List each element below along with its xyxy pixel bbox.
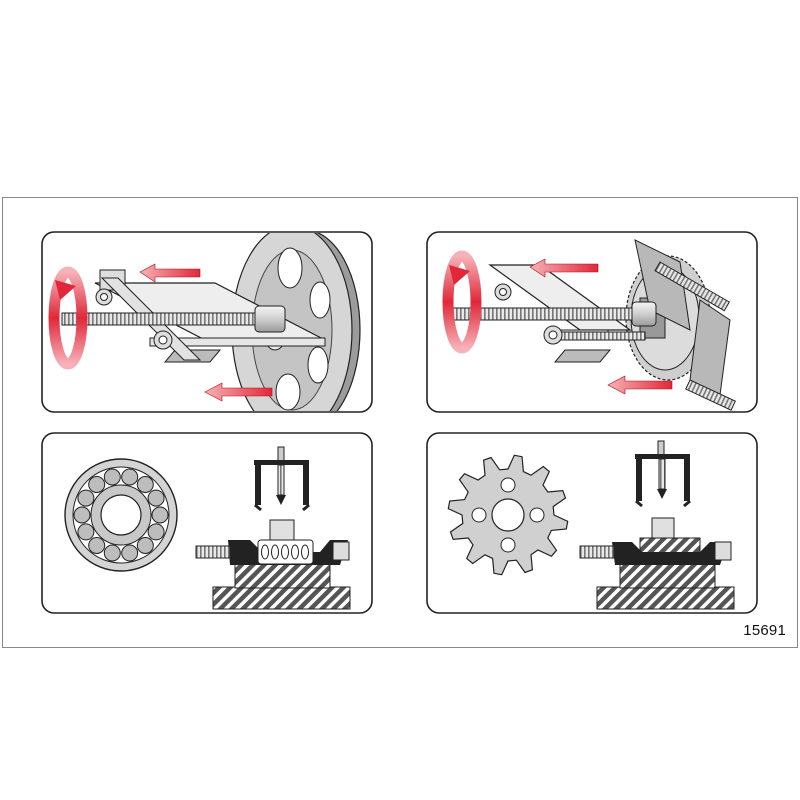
press-assembly-section [579, 517, 735, 610]
rotation-arrow [442, 250, 482, 354]
bearing-ball [103, 544, 121, 562]
bearing-ball [103, 468, 121, 486]
panel-pulley-puller [41, 231, 373, 413]
bearing-ball [77, 489, 95, 507]
holding-plate-upper [634, 239, 691, 331]
bearing-ball [147, 523, 165, 541]
hex-nut-upper [95, 288, 113, 306]
bearing-ball-section [281, 544, 289, 560]
bearing-ball [151, 506, 169, 524]
bearing-ball [121, 544, 139, 562]
bearing-ball [136, 537, 154, 554]
spindle-collar [631, 301, 657, 327]
bearing-ball [136, 476, 154, 493]
spindle-collar [254, 305, 286, 333]
pull-arrow-lower [204, 382, 273, 402]
hex-nut-lower [543, 325, 563, 345]
panel-bearing-press [41, 432, 373, 614]
bearing-ball-section [301, 544, 309, 560]
plate-bolt-lower [685, 379, 736, 411]
bearing-ball [88, 537, 106, 554]
pull-arrow-upper [529, 258, 599, 278]
hex-nut-lower [153, 330, 173, 350]
puller-tool [254, 446, 310, 512]
puller-tool [635, 440, 691, 508]
bearing-ball-section [261, 544, 269, 560]
beam-bar [553, 349, 612, 363]
bearing-ball [121, 468, 139, 486]
pull-arrow-lower [607, 375, 673, 395]
rotation-arrow [48, 266, 88, 370]
gear-front-view [447, 454, 569, 576]
bearing-ball [77, 523, 95, 541]
bearing-ball-section [291, 544, 299, 560]
bearing-ball [73, 506, 91, 524]
plate-bolt-upper [654, 261, 730, 312]
threaded-spindle [61, 312, 258, 326]
panel-gear-press [426, 432, 758, 614]
spindle-rod-lower [554, 331, 646, 341]
bearing-front-view [64, 458, 178, 572]
bearing-ball [88, 476, 106, 493]
bearing-ball-section [271, 544, 279, 560]
hex-nut-upper [494, 283, 512, 301]
press-assembly-section [195, 519, 351, 610]
panel-gear-puller [426, 231, 758, 413]
bearing-ball [147, 489, 165, 507]
figure-number: 15691 [743, 622, 786, 639]
pull-arrow-upper [139, 263, 201, 283]
